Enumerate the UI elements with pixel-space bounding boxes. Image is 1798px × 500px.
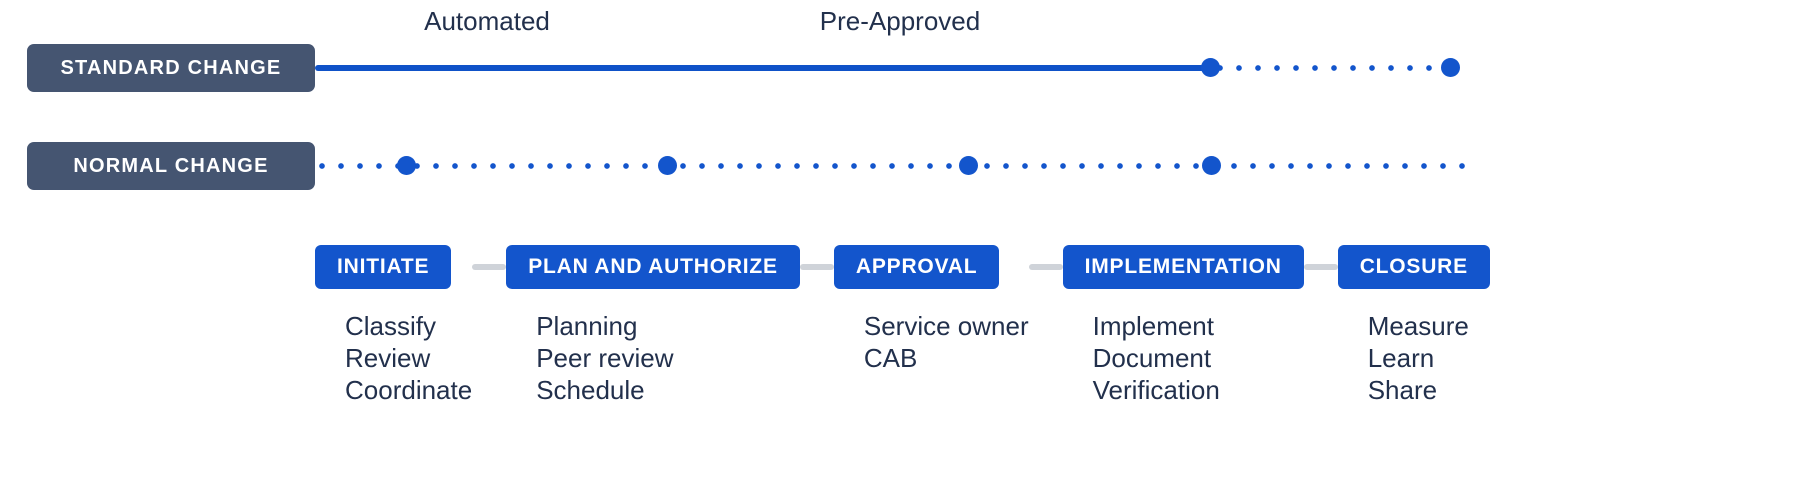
stage-connector [472, 264, 507, 270]
track-caption: Automated [424, 6, 550, 36]
stage-box-label: APPROVAL [855, 255, 978, 278]
stage-item: Review [345, 343, 431, 373]
stage-box-label: IMPLEMENTATION [1084, 255, 1282, 278]
milestone-dot[interactable] [1201, 156, 1221, 175]
stage-item: Service owner [863, 311, 1029, 341]
stage-box-label: PLAN AND AUTHORIZE [528, 255, 778, 278]
stage-connector [1028, 264, 1063, 270]
stage-item: Coordinate [345, 375, 473, 405]
milestone-dot[interactable] [396, 156, 416, 175]
milestone-dot[interactable] [657, 156, 677, 175]
milestone-dot[interactable] [958, 156, 978, 175]
stage-box-approval[interactable]: APPROVAL [833, 245, 1000, 289]
track-badge-normal-change[interactable]: NORMAL CHANGE [27, 142, 315, 190]
stage-item: CAB [863, 343, 918, 373]
stage-item: Classify [345, 311, 437, 341]
stage-item: Schedule [536, 375, 645, 405]
stage-item: Verification [1092, 375, 1220, 405]
stage-box-label: CLOSURE [1359, 255, 1468, 278]
stage-box-initiate[interactable]: INITIATE [315, 245, 452, 289]
track-standard-change: STANDARD CHANGE Automated Pre-Approved [0, 6, 1798, 92]
stage-connector [1303, 264, 1338, 270]
stage-item: Share [1367, 375, 1438, 405]
milestone-dot[interactable] [1440, 58, 1460, 77]
stage-item: Learn [1367, 343, 1435, 373]
stage-box-closure[interactable]: CLOSURE [1337, 245, 1490, 289]
normal-change-dotted-line [316, 160, 1468, 172]
stage-box-label: INITIATE [337, 255, 430, 278]
track-caption: Pre-Approved [819, 6, 981, 36]
standard-change-dotted-line [1214, 62, 1460, 74]
stage-connector [799, 264, 834, 270]
stage-box-implementation[interactable]: IMPLEMENTATION [1062, 245, 1304, 289]
stage-item: Implement [1092, 311, 1214, 341]
track-badge-standard-change[interactable]: STANDARD CHANGE [27, 44, 315, 92]
stage-item: Document [1092, 343, 1212, 373]
standard-change-solid-line [315, 65, 1215, 71]
milestone-dot[interactable] [1200, 58, 1220, 77]
stage-box-plan-and-authorize[interactable]: PLAN AND AUTHORIZE [506, 245, 800, 289]
track-badge-label: STANDARD CHANGE [60, 56, 282, 79]
track-badge-label: NORMAL CHANGE [73, 154, 269, 177]
track-normal-change: NORMAL CHANGE [0, 142, 1798, 190]
stage-item: Peer review [536, 343, 674, 373]
stage-item: Planning [536, 311, 638, 341]
stage-item: Measure [1367, 311, 1469, 341]
